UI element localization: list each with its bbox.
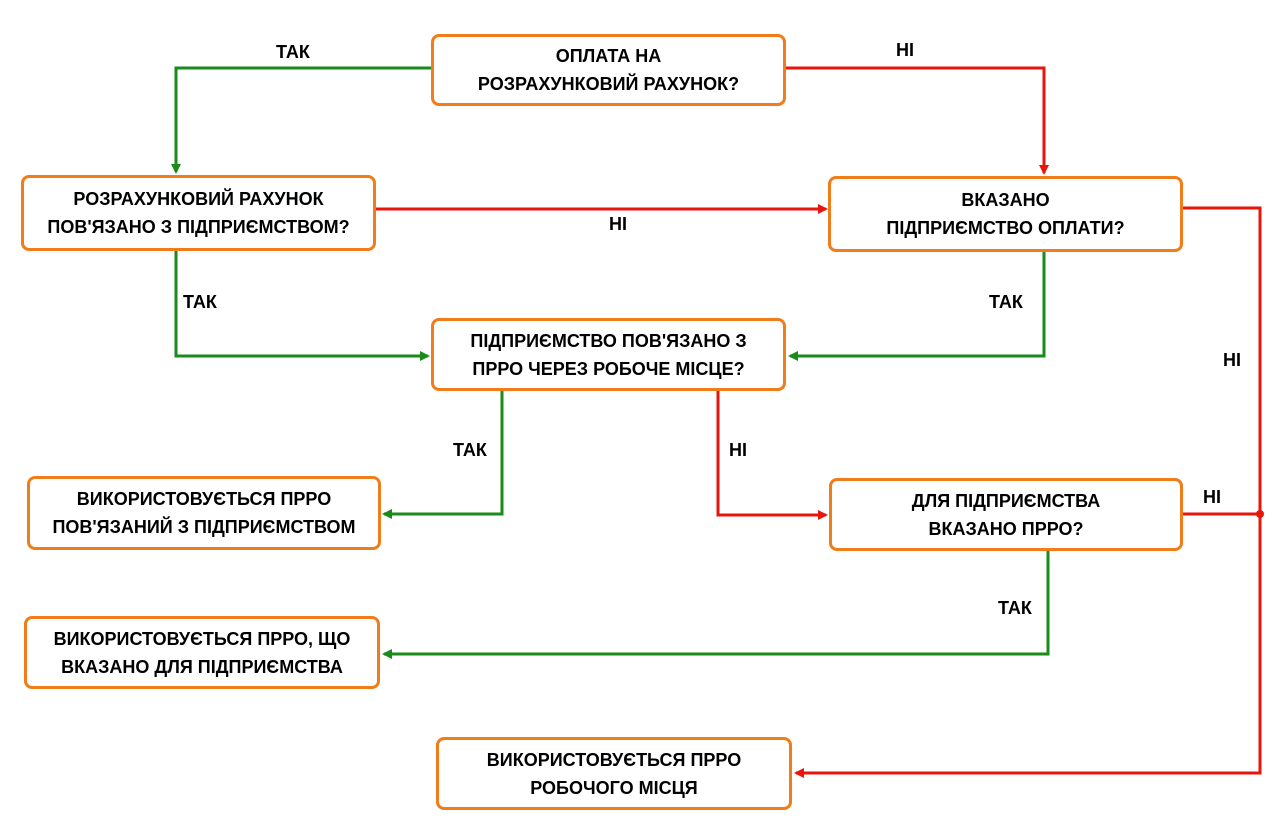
label-yes-right-mid: ТАК xyxy=(989,292,1023,312)
decision-account-linked: РОЗРАХУНКОВИЙ РАХУНОК ПОВ'ЯЗАНО З ПІДПРИ… xyxy=(21,175,376,251)
edge-no-enterprise-specified-to-workplace-prro xyxy=(794,206,1262,778)
edge-yes-payment-to-account-linked xyxy=(171,66,432,174)
decision-prro-for-enterprise: ДЛЯ ПІДПРИЄМСТВА ВКАЗАНО ПРРО? xyxy=(829,478,1183,551)
edge-yes-enterprise-specified-to-enterprise-prro xyxy=(788,252,1046,361)
label-yes-top-left: ТАК xyxy=(276,42,310,62)
decision-payment-account: ОПЛАТА НА РОЗРАХУНКОВИЙ РАХУНОК? xyxy=(431,34,786,106)
label-no-prro-right: НІ xyxy=(1203,487,1221,507)
label-yes-center: ТАК xyxy=(453,440,487,460)
label-no-center: НІ xyxy=(729,440,747,460)
decision-enterprise-specified: ВКАЗАНО ПІДПРИЄМСТВО ОПЛАТИ? xyxy=(828,176,1183,252)
edge-yes-prro-for-enterprise-to-result xyxy=(382,551,1050,659)
edge-no-payment-to-enterprise-specified xyxy=(786,66,1049,175)
label-no-middle: НІ xyxy=(609,214,627,234)
edge-no-enterprise-prro-to-prro-for-enterprise xyxy=(716,391,828,520)
decision-enterprise-linked-prro: ПІДПРИЄМСТВО ПОВ'ЯЗАНО З ПРРО ЧЕРЕЗ РОБО… xyxy=(431,318,786,391)
result-linked-prro: ВИКОРИСТОВУЄТЬСЯ ПРРО ПОВ'ЯЗАНИЙ З ПІДПР… xyxy=(27,476,381,550)
edge-yes-enterprise-prro-to-linked-result xyxy=(382,391,504,519)
junction-dot xyxy=(1256,510,1264,518)
result-workplace-prro: ВИКОРИСТОВУЄТЬСЯ ПРРО РОБОЧОГО МІСЦЯ xyxy=(436,737,792,810)
label-no-top-right: НІ xyxy=(896,40,914,60)
label-no-far-right: НІ xyxy=(1223,350,1241,370)
label-yes-left-mid: ТАК xyxy=(183,292,217,312)
edge-yes-account-linked-to-enterprise-prro xyxy=(174,251,430,361)
label-yes-bottom: ТАК xyxy=(998,598,1032,618)
result-enterprise-prro: ВИКОРИСТОВУЄТЬСЯ ПРРО, ЩО ВКАЗАНО ДЛЯ ПІ… xyxy=(24,616,380,689)
